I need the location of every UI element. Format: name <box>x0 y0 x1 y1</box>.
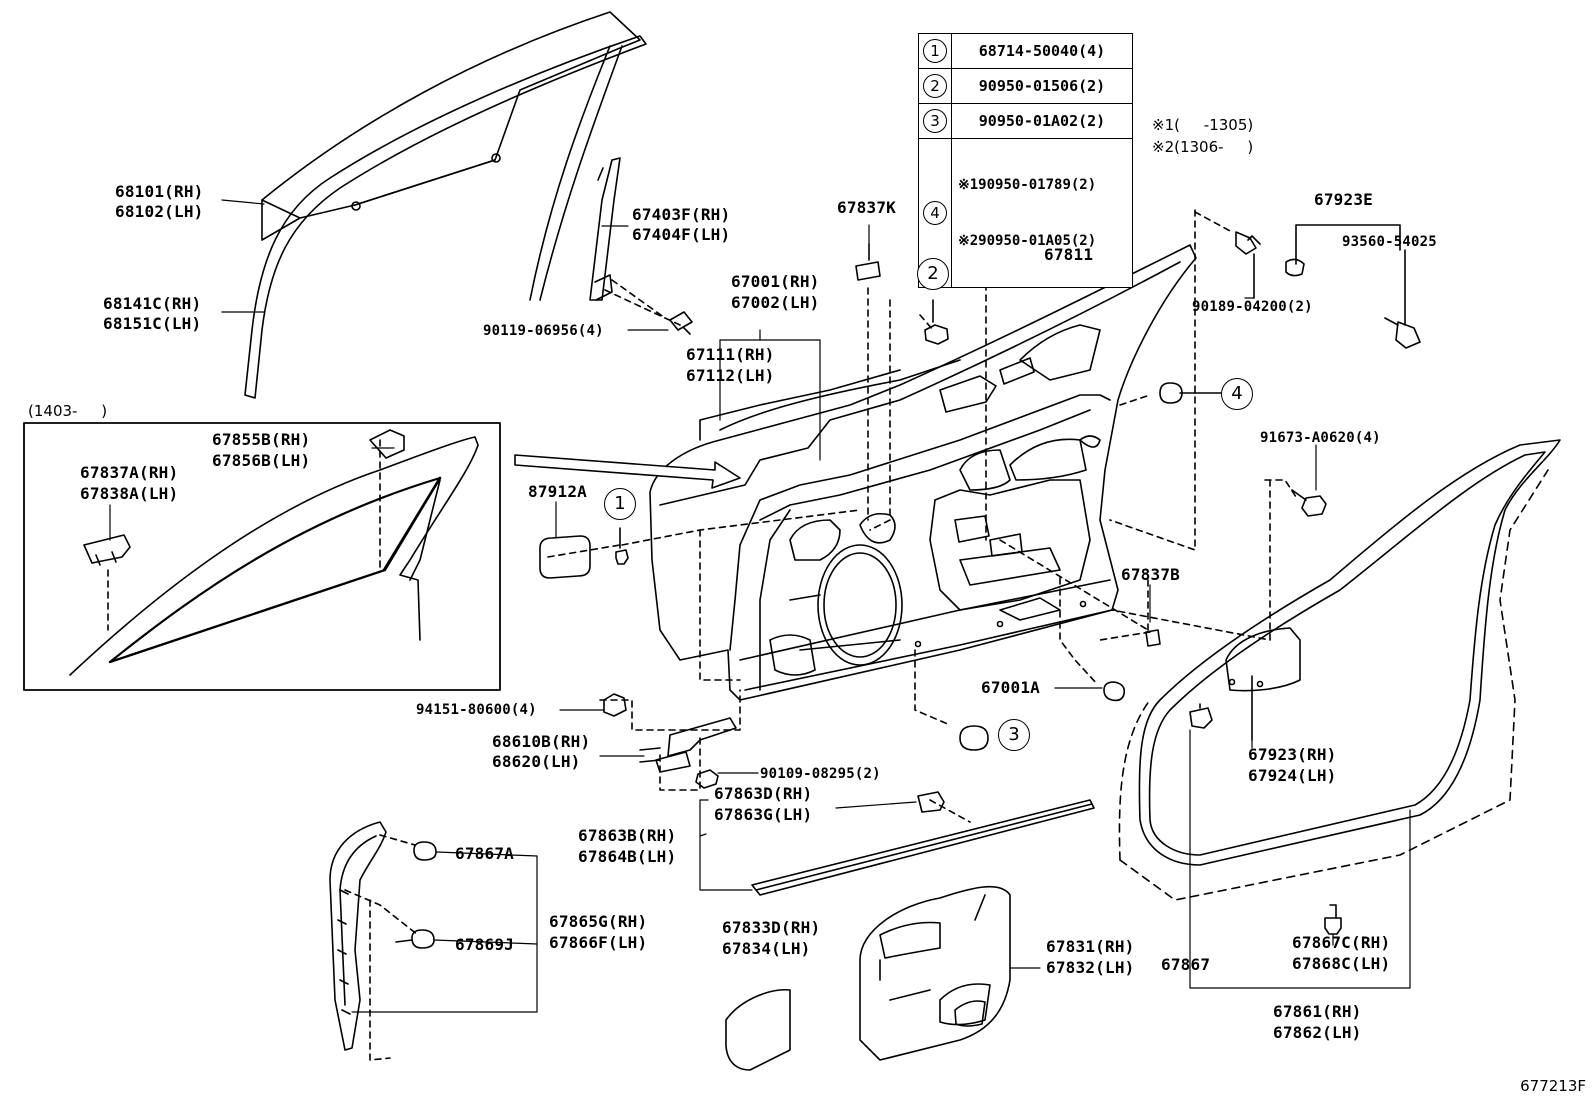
label-67867c: 67867C(RH) <box>1292 933 1391 952</box>
door-glass <box>261 11 641 241</box>
label-67867a: 67867A <box>455 844 514 863</box>
ref-row-1: 1 68714-50040(4) <box>918 33 1133 69</box>
label-67866f: 67866F(LH) <box>549 933 648 952</box>
label-67832: 67832(LH) <box>1046 958 1135 977</box>
label-87912a: 87912A <box>528 482 587 501</box>
label-67869j: 67869J <box>455 935 514 954</box>
label-68610b: 68610B(RH) <box>492 732 591 751</box>
ref-num-cell: 2 <box>918 68 952 104</box>
inset-range: (1403- ) <box>28 402 108 420</box>
label-67867: 67867 <box>1161 955 1211 974</box>
label-67404f: 67404F(LH) <box>632 225 731 244</box>
ref-code: 90950-01506(2) <box>951 68 1133 104</box>
label-68101: 68101(RH) <box>115 182 204 201</box>
label-67111: 67111(RH) <box>686 345 775 364</box>
ref-num: 4 <box>923 201 947 225</box>
label-68102: 68102(LH) <box>115 202 204 221</box>
label-91673: 91673-A0620(4) <box>1260 430 1381 446</box>
label-67837a: 67837A(RH) <box>80 463 179 482</box>
ref-num-cell: 3 <box>918 103 952 139</box>
direction-arrow <box>514 454 741 489</box>
front-door-panel <box>649 244 1197 701</box>
label-90119: 90119-06956(4) <box>483 323 604 339</box>
ref-code: 68714-50040(4) <box>951 33 1133 69</box>
label-67924: 67924(LH) <box>1248 766 1337 785</box>
service-hole-cover <box>725 989 791 1071</box>
inset-window-sash <box>69 429 479 676</box>
label-67838a: 67838A(LH) <box>80 484 179 503</box>
reference-table: 1 68714-50040(4) 2 90950-01506(2) 3 9095… <box>918 33 1133 288</box>
label-93560: 93560-54025 <box>1342 234 1437 250</box>
label-67403f: 67403F(RH) <box>632 205 731 224</box>
label-67923e: 67923E <box>1314 190 1373 209</box>
label-68141c: 68141C(RH) <box>103 294 202 313</box>
label-67831: 67831(RH) <box>1046 937 1135 956</box>
belt-molding <box>751 791 1095 896</box>
label-67864b: 67864B(LH) <box>578 847 677 866</box>
label-67834: 67834(LH) <box>722 939 811 958</box>
label-94151: 94151-80600(4) <box>416 702 537 718</box>
label-67868c: 67868C(LH) <box>1292 954 1391 973</box>
label-67863g: 67863G(LH) <box>714 805 813 824</box>
ref-num-cell: 1 <box>918 33 952 69</box>
note-1: ※1( -1305) <box>1152 116 1254 134</box>
label-90109: 90109-08295(2) <box>760 766 881 782</box>
label-67002: 67002(LH) <box>731 293 820 312</box>
label-67001: 67001(RH) <box>731 272 820 291</box>
ref-row-3: 3 90950-01A02(2) <box>918 103 1133 139</box>
glass-run-channel <box>244 35 647 399</box>
door-weatherstrip <box>1118 439 1561 901</box>
label-67863b: 67863B(RH) <box>578 826 677 845</box>
label-67862: 67862(LH) <box>1273 1023 1362 1042</box>
ref-code: 90950-01A02(2) <box>951 103 1133 139</box>
diagram-id: 677213F <box>1520 1077 1586 1095</box>
label-68620: 68620(LH) <box>492 752 581 771</box>
ref-code-line: ※190950-01789(2) <box>958 177 1097 193</box>
label-67112: 67112(LH) <box>686 366 775 385</box>
ref-num: 3 <box>923 109 947 133</box>
small-fasteners <box>539 224 1421 935</box>
callout-2: 2 <box>917 258 949 290</box>
callout-3: 3 <box>998 719 1030 751</box>
label-67837b: 67837B <box>1121 565 1180 584</box>
label-67001a: 67001A <box>981 678 1040 697</box>
callout-1: 1 <box>604 488 636 520</box>
note-2: ※2(1306- ) <box>1152 138 1254 156</box>
ref-code-line: ※290950-01A05(2) <box>958 233 1097 249</box>
ref-num: 2 <box>923 74 947 98</box>
inset-frame <box>23 422 501 691</box>
label-67865g: 67865G(RH) <box>549 912 648 931</box>
ref-row-2: 2 90950-01506(2) <box>918 68 1133 104</box>
label-67855b: 67855B(RH) <box>212 430 311 449</box>
label-68151c: 68151C(LH) <box>103 314 202 333</box>
label-67833d: 67833D(RH) <box>722 918 821 937</box>
label-67837k: 67837K <box>837 198 896 217</box>
ref-row-4: 4 ※190950-01789(2) ※290950-01A05(2) <box>918 138 1133 288</box>
callout-4: 4 <box>1221 378 1253 410</box>
door-frame-molding <box>589 157 693 335</box>
ref-code: ※190950-01789(2) ※290950-01A05(2) <box>951 138 1133 288</box>
label-67923: 67923(RH) <box>1248 745 1337 764</box>
label-67856b: 67856B(LH) <box>212 451 311 470</box>
label-67861: 67861(RH) <box>1273 1002 1362 1021</box>
ref-num: 1 <box>923 39 947 63</box>
label-67863d: 67863D(RH) <box>714 784 813 803</box>
door-trim-liner <box>859 885 1011 1061</box>
label-67811: 67811 <box>1044 245 1094 264</box>
door-edge-seal <box>329 821 437 1051</box>
label-90189: 90189-04200(2) <box>1192 299 1313 315</box>
